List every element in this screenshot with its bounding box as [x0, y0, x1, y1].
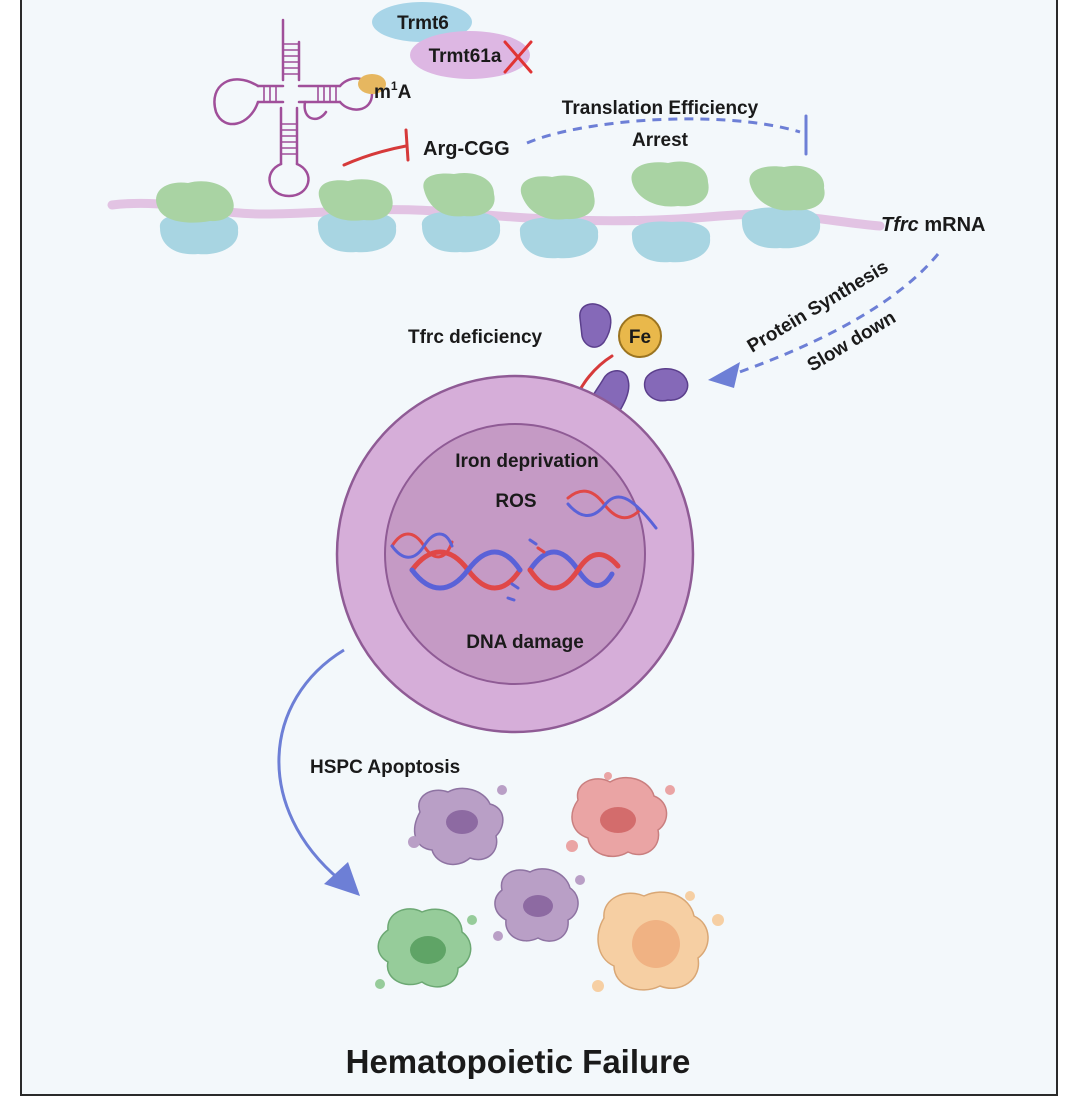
apoptotic-cell-icon — [592, 891, 724, 992]
iron-deprivation-label: Iron deprivation — [455, 451, 599, 472]
protein-synthesis-arrowhead — [708, 362, 740, 388]
apoptosis-arrowhead — [324, 862, 360, 896]
arg-cgg-inhibition — [342, 128, 410, 167]
ribosome-icon — [317, 179, 397, 253]
dna-damage-label: DNA damage — [466, 632, 584, 653]
dna-helix-icon — [409, 538, 621, 602]
ribosome-icon — [741, 165, 825, 249]
ribosomes — [156, 161, 825, 263]
translation-arrest-arc — [526, 117, 801, 145]
fe-label: Fe — [629, 327, 651, 348]
arg-cgg-label: Arg-CGG — [423, 138, 510, 160]
inhibition-arrow — [342, 144, 408, 167]
tfrc-deficiency-label: Tfrc deficiency — [408, 327, 543, 348]
hematopoietic-failure-title: Hematopoietic Failure — [346, 1043, 691, 1079]
ribosome-icon — [156, 181, 239, 255]
tfrc-mrna-label: Tfrc mRNA — [881, 214, 985, 236]
apoptotic-cell-icon — [375, 908, 477, 989]
trmt6-ellipse — [372, 2, 472, 42]
trmt6-label: Trmt6 — [397, 13, 449, 34]
apoptosis-arrow — [277, 648, 345, 882]
cross-mark-icon — [503, 40, 533, 74]
hspc-apoptosis-label: HSPC Apoptosis — [310, 757, 460, 778]
apoptotic-cell-icon — [566, 772, 675, 858]
apoptotic-cell-icon — [408, 785, 507, 866]
dna-helix-icon — [390, 532, 454, 559]
ribosome-icon — [631, 161, 711, 263]
m1a-modification-icon — [358, 74, 386, 94]
dna-helix-icon — [566, 489, 658, 530]
cell-nucleus — [384, 423, 646, 685]
m1a-label: m1A — [374, 79, 412, 103]
trna-cloverleaf-icon — [213, 18, 374, 198]
translation-efficiency-label: Translation Efficiency — [562, 98, 759, 119]
ros-label: ROS — [495, 491, 536, 512]
trmt61a-ellipse — [410, 31, 530, 79]
trmt61a-label: Trmt61a — [429, 46, 502, 67]
hspc-cell — [335, 374, 695, 734]
ribosome-icon — [519, 175, 599, 259]
iron-ion-icon — [618, 314, 662, 358]
protein-synthesis-arrow — [733, 253, 940, 376]
trmt-complex: Trmt6 Trmt61a — [372, 2, 533, 79]
arrest-label: Arrest — [632, 130, 689, 151]
apoptotic-cell-icon — [493, 868, 585, 942]
ribosome-icon — [421, 172, 501, 253]
inhibition-bar — [404, 128, 410, 162]
